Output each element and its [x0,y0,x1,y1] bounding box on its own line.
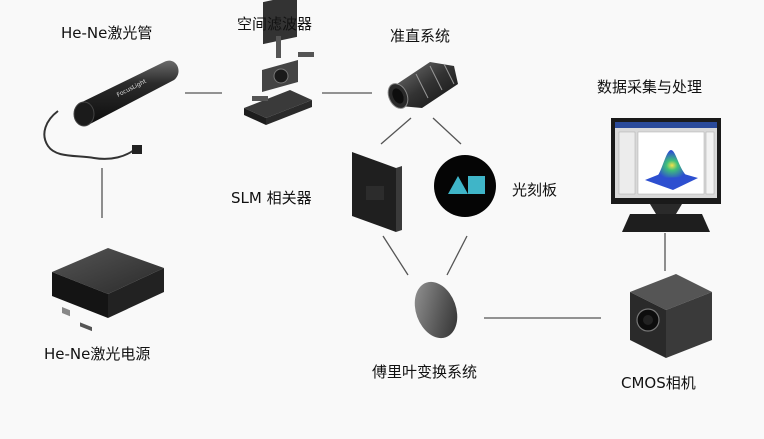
label-reticle: 光刻板 [512,181,558,199]
label-spatial-filter: 空间滤波器 [237,15,313,33]
label-fourier-lens: 傅里叶变换系统 [372,363,478,381]
spatial-filter-device [244,0,314,125]
connections [101,92,666,319]
connector-reticle-fourier [446,235,468,276]
collimation-device [387,62,458,109]
connector-slm-fourier [382,235,409,276]
label-data-processing: 数据采集与处理 [597,78,703,96]
laser-power-device [52,248,164,332]
laser-tube-device: FocusLight [43,60,179,160]
label-laser-tube: He-Ne激光管 [61,24,153,42]
label-collimation: 准直系统 [390,27,451,45]
label-laser-power: He-Ne激光电源 [44,345,151,363]
fourier-lens-device [414,281,458,339]
connector-collimation-reticle [432,117,462,145]
cmos-camera-device [630,274,712,358]
slm-device [352,152,402,232]
label-cmos-camera: CMOS相机 [621,374,696,392]
label-slm: SLM 相关器 [231,189,312,207]
reticle-device [434,155,496,217]
connector-collimation-slm [380,117,412,145]
monitor-device [611,118,721,232]
